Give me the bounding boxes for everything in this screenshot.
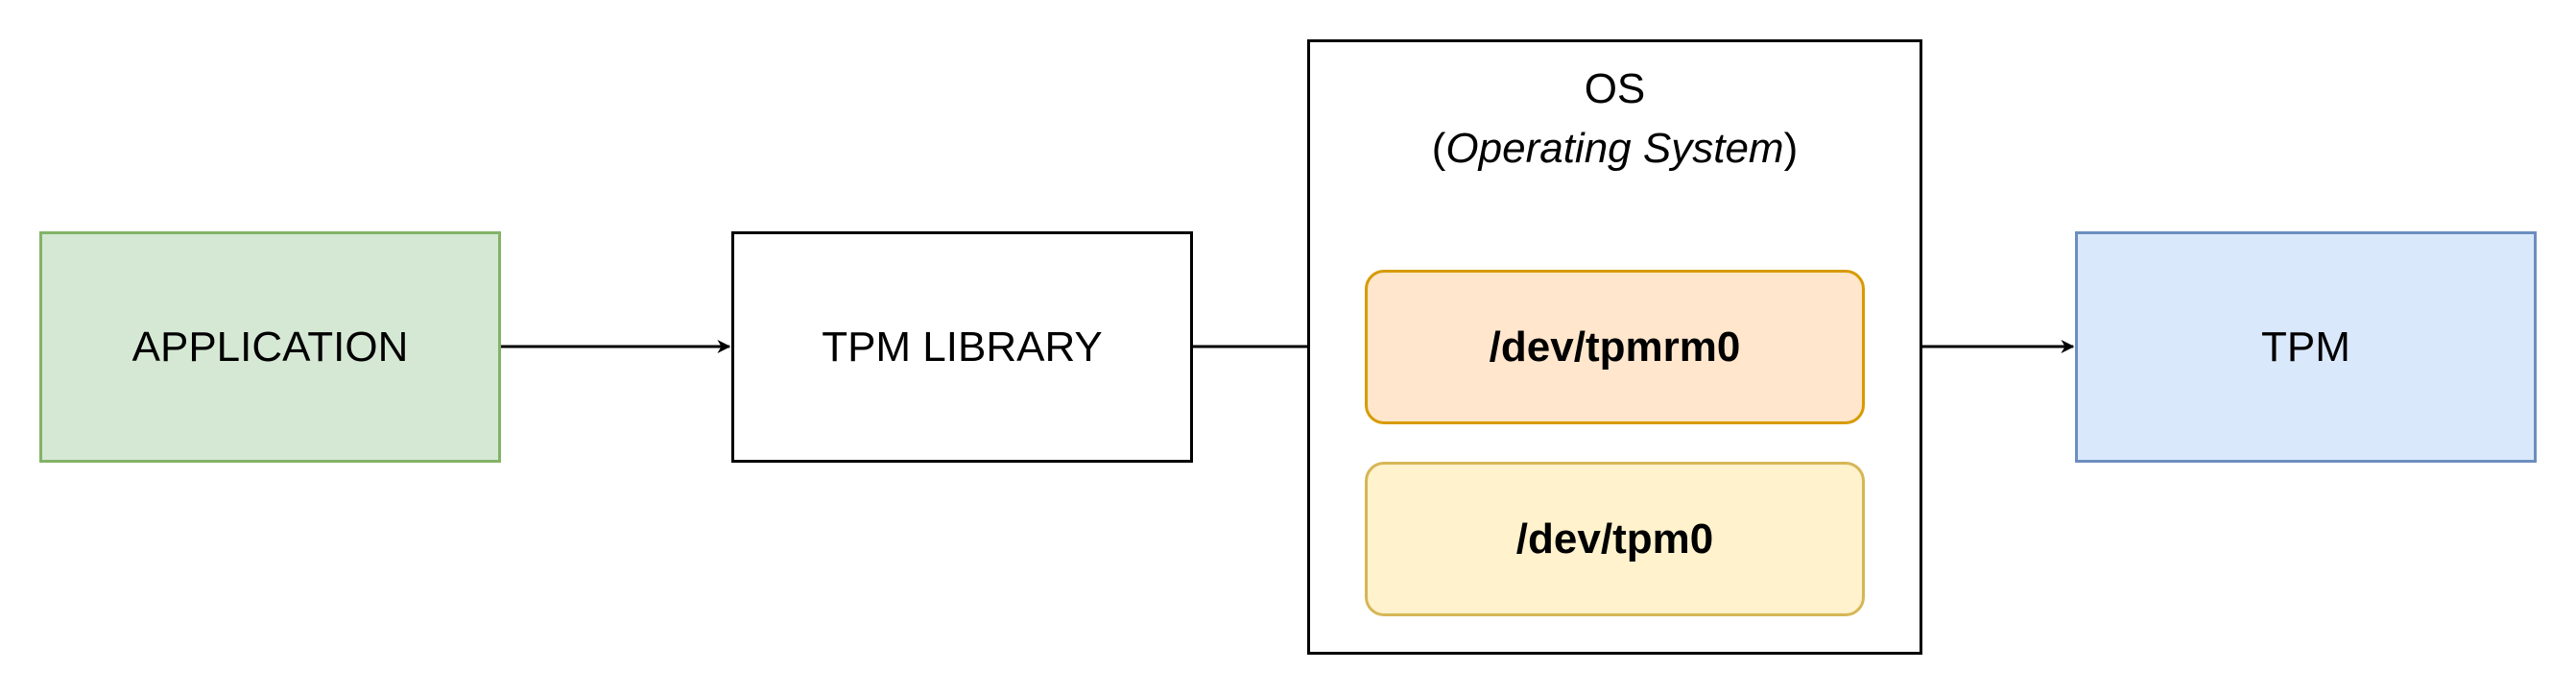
application-label: APPLICATION xyxy=(131,323,409,371)
os-title-block: OS (Operating System) xyxy=(1310,60,1920,179)
dev-tpmrm0-node: /dev/tpmrm0 xyxy=(1365,270,1865,424)
application-node: APPLICATION xyxy=(39,231,501,463)
tpm-library-node: TPM LIBRARY xyxy=(731,231,1193,463)
tpm-library-label: TPM LIBRARY xyxy=(822,323,1103,371)
dev-tpmrm0-label: /dev/tpmrm0 xyxy=(1489,323,1741,371)
os-subtitle-open: ( xyxy=(1431,125,1446,172)
dev-tpm0-label: /dev/tpm0 xyxy=(1515,515,1714,563)
tpm-node: TPM xyxy=(2075,231,2537,463)
dev-tpm0-node: /dev/tpm0 xyxy=(1365,462,1865,616)
os-subtitle-close: ) xyxy=(1783,125,1799,172)
tpm-label: TPM xyxy=(2261,323,2350,371)
os-title: OS xyxy=(1584,65,1646,112)
os-subtitle: (Operating System) xyxy=(1310,119,1920,179)
os-subtitle-italic: Operating System xyxy=(1445,125,1784,172)
